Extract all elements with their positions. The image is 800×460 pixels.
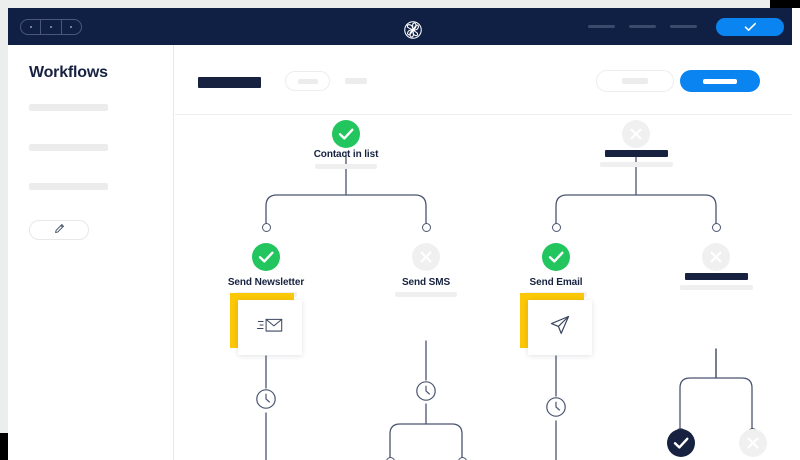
header-nav-item[interactable]	[629, 25, 656, 28]
clock-outline-icon	[415, 381, 437, 406]
node-port[interactable]	[712, 223, 721, 232]
window-controls[interactable]	[20, 19, 82, 35]
window-control-forward[interactable]	[41, 20, 62, 34]
node-contact-in-list[interactable]	[332, 120, 360, 148]
toolbar-tab-pill[interactable]	[285, 71, 330, 91]
header-nav-item[interactable]	[588, 25, 615, 28]
check-circle-green-icon	[252, 243, 280, 271]
dot-icon	[29, 26, 32, 28]
toolbar-secondary-button[interactable]	[596, 70, 674, 92]
workflow-connectors	[265, 151, 753, 460]
node-title-skeleton	[605, 150, 668, 157]
node-subtitle-skeleton	[315, 164, 377, 169]
node-label-contact-in-list: Contact in list	[313, 149, 379, 160]
paper-plane-icon	[548, 313, 572, 342]
node-root-right[interactable]	[622, 120, 650, 148]
toolbar-tab-plain[interactable]	[345, 78, 367, 84]
node-label-send-email: Send Email	[529, 277, 583, 288]
node-port[interactable]	[458, 457, 467, 460]
x-circle-grey-icon	[412, 243, 440, 271]
toolbar-secondary-label	[622, 78, 648, 84]
node-port[interactable]	[262, 223, 271, 232]
toolbar-tab-pill-label	[297, 78, 318, 84]
node-label-send-sms: Send SMS	[401, 277, 451, 288]
card-face[interactable]	[528, 300, 592, 355]
node-subtitle-skeleton	[600, 162, 673, 167]
page-backdrop-bottom-left	[0, 433, 8, 460]
sidebar: Workflows	[8, 45, 174, 460]
node-send-email[interactable]	[542, 243, 570, 271]
clock-outline-icon	[255, 389, 277, 414]
main-panel: Contact in list	[175, 45, 792, 460]
node-leaf-c[interactable]	[667, 429, 695, 457]
node-port[interactable]	[552, 223, 561, 232]
x-circle-grey-icon	[702, 243, 730, 271]
node-leaf-d[interactable]	[739, 429, 767, 457]
app-window: Workflows	[8, 8, 800, 460]
sidebar-edit-button[interactable]	[29, 220, 89, 240]
action-card-email[interactable]	[520, 293, 592, 355]
sidebar-item-placeholder[interactable]	[29, 104, 108, 111]
node-subtitle-skeleton	[395, 292, 457, 297]
node-send-sms[interactable]	[412, 243, 440, 271]
page-backdrop-left	[0, 8, 8, 433]
page-backdrop-top-right	[770, 0, 800, 8]
title-bar	[8, 8, 792, 45]
check-circle-green-icon	[542, 243, 570, 271]
header-confirm-button[interactable]	[716, 18, 784, 36]
page-backdrop-top	[0, 0, 770, 8]
check-circle-green-icon	[332, 120, 360, 148]
node-branch-right-2[interactable]	[702, 243, 730, 271]
window-control-back[interactable]	[21, 20, 42, 34]
window-control-menu[interactable]	[62, 20, 81, 34]
check-icon	[744, 22, 757, 32]
check-circle-navy-icon	[667, 429, 695, 457]
card-face[interactable]	[238, 300, 302, 355]
dot-icon	[70, 26, 73, 28]
workflow-canvas[interactable]: Contact in list	[175, 116, 792, 460]
header-nav-item[interactable]	[670, 25, 697, 28]
node-label-send-newsletter: Send Newsletter	[227, 277, 305, 288]
node-title-skeleton	[685, 273, 748, 280]
node-port[interactable]	[386, 457, 395, 460]
action-card-newsletter[interactable]	[230, 293, 302, 355]
node-port[interactable]	[422, 223, 431, 232]
node-subtitle-skeleton	[680, 285, 753, 290]
x-circle-grey-icon	[622, 120, 650, 148]
header-nav	[588, 8, 697, 45]
pinwheel-logo-icon	[402, 19, 424, 41]
toolbar-tab-active[interactable]	[198, 77, 261, 88]
clock-outline-icon	[545, 397, 567, 422]
node-delay-sms[interactable]	[415, 380, 437, 402]
toolbar	[175, 45, 792, 115]
sidebar-item-placeholder[interactable]	[29, 144, 108, 151]
page-title: Workflows	[29, 64, 108, 81]
dot-icon	[49, 26, 52, 28]
sidebar-item-placeholder[interactable]	[29, 183, 108, 190]
toolbar-primary-label	[703, 78, 737, 84]
toolbar-primary-button[interactable]	[680, 70, 760, 92]
node-delay-left[interactable]	[255, 388, 277, 410]
x-circle-grey-icon	[739, 429, 767, 457]
pencil-icon	[54, 221, 65, 239]
node-send-newsletter[interactable]	[252, 243, 280, 271]
node-delay-email[interactable]	[545, 396, 567, 418]
envelope-icon	[256, 315, 283, 340]
